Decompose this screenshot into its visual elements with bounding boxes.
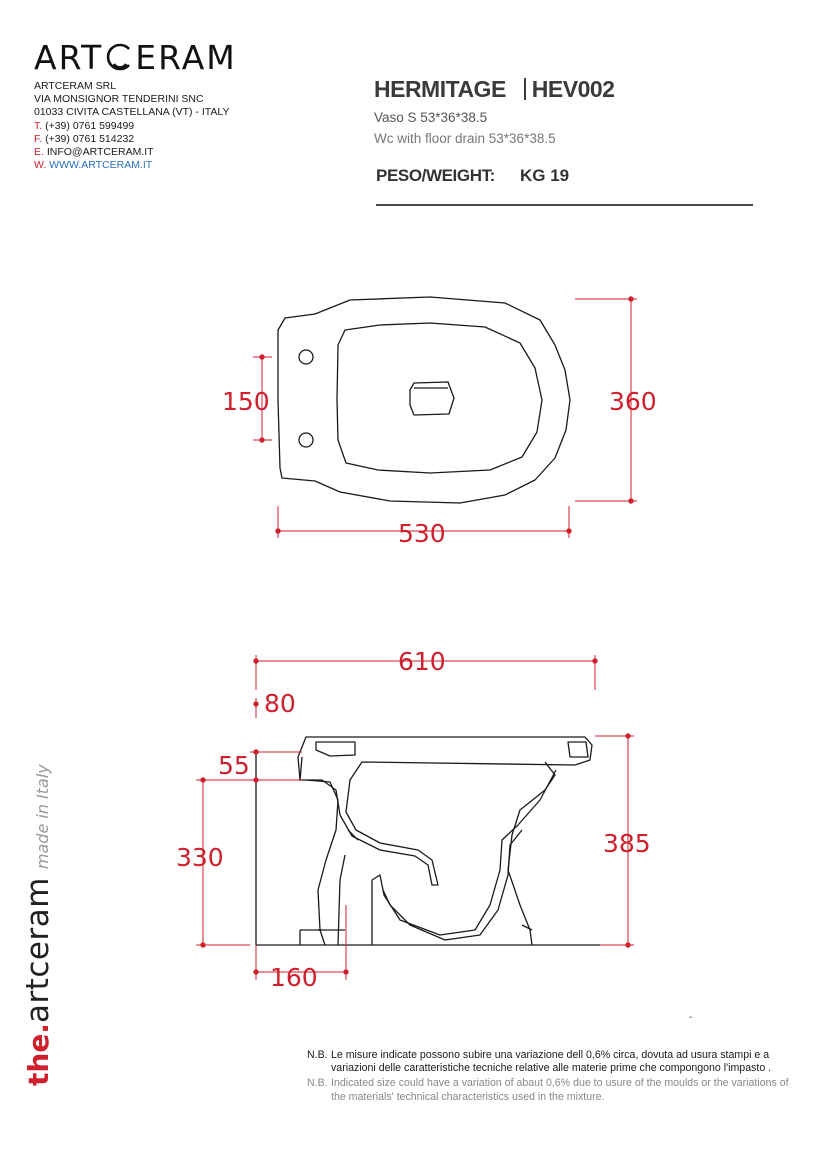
company-web[interactable]: W. WWW.ARTCERAM.IT [34,159,153,172]
product-code: HEV002 [531,76,615,102]
dim-side-drain-height: 330 [176,843,224,872]
trailing-mark: - [689,1012,693,1023]
dim-top-hole-spacing: 150 [222,387,270,416]
company-address-1: VIA MONSIGNOR TENDERINI SNC [34,93,204,106]
note-en-text: Indicated size could have a variation of… [331,1077,789,1103]
vertical-brand-the: the [22,1033,55,1086]
company-email[interactable]: E. INFO@ARTCERAM.IT [34,146,154,159]
product-title: HERMITAGE HEV002 [374,76,615,103]
company-address-2: 01033 CIVITA CASTELLANA (VT) - ITALY [34,106,230,119]
header-rule [376,204,753,206]
note-english: N.B. Indicated size could have a variati… [307,1077,797,1103]
note-it-text: Le misure indicate possono subire una va… [331,1049,772,1075]
company-fax: F. (+39) 0761 514232 [34,132,135,145]
bolt-hole-top [298,349,314,365]
side-view-trap [299,761,556,946]
logo-text-left: ART [34,38,104,77]
vertical-brand-dot: . [22,1023,55,1034]
dim-side-total-height: 385 [603,829,651,858]
dim-side-drain-offset: 160 [270,963,318,992]
vertical-brand: the.artceram made in Italy [20,764,56,1086]
company-phone: T. (+39) 0761 599499 [34,119,135,132]
dim-top-length: 530 [398,519,446,548]
top-view-outline [277,296,571,504]
company-info: ARTCERAM SRL VIA MONSIGNOR TENDERINI SNC… [34,80,230,172]
notes-block: N.B. Le misure indicate possono subire u… [307,1049,797,1104]
note-it-label: N.B. [307,1049,328,1061]
dim-side-inlet-height: 55 [218,751,250,780]
logo-text-right: ERAM [135,38,237,77]
note-en-label: N.B. [307,1077,328,1090]
weight-value: KG 19 [520,166,570,185]
side-view-seat [297,736,593,886]
vertical-brand-made: made in Italy [33,764,52,870]
bolt-hole-bottom [298,432,314,448]
note-italian: N.B. Le misure indicate possono subire u… [307,1049,797,1075]
product-subtitle-it: Vaso S 53*36*38.5 [374,110,488,125]
weight-label: PESO/WEIGHT: [376,166,495,185]
dim-top-depth: 360 [609,387,657,416]
product-name: HERMITAGE [374,76,506,102]
title-separator [523,78,526,100]
top-view-bowl [336,322,543,474]
vertical-brand-main: artceram [20,877,56,1024]
product-subtitle-en: Wc with floor drain 53*36*38.5 [374,131,556,146]
dim-side-top-offset: 80 [264,689,296,718]
brand-logo: ART ERAM [34,38,237,77]
company-name: ARTCERAM SRL [34,80,117,92]
dim-side-length: 610 [398,647,446,676]
top-view-drain [409,381,455,416]
logo-c-icon [104,41,134,71]
